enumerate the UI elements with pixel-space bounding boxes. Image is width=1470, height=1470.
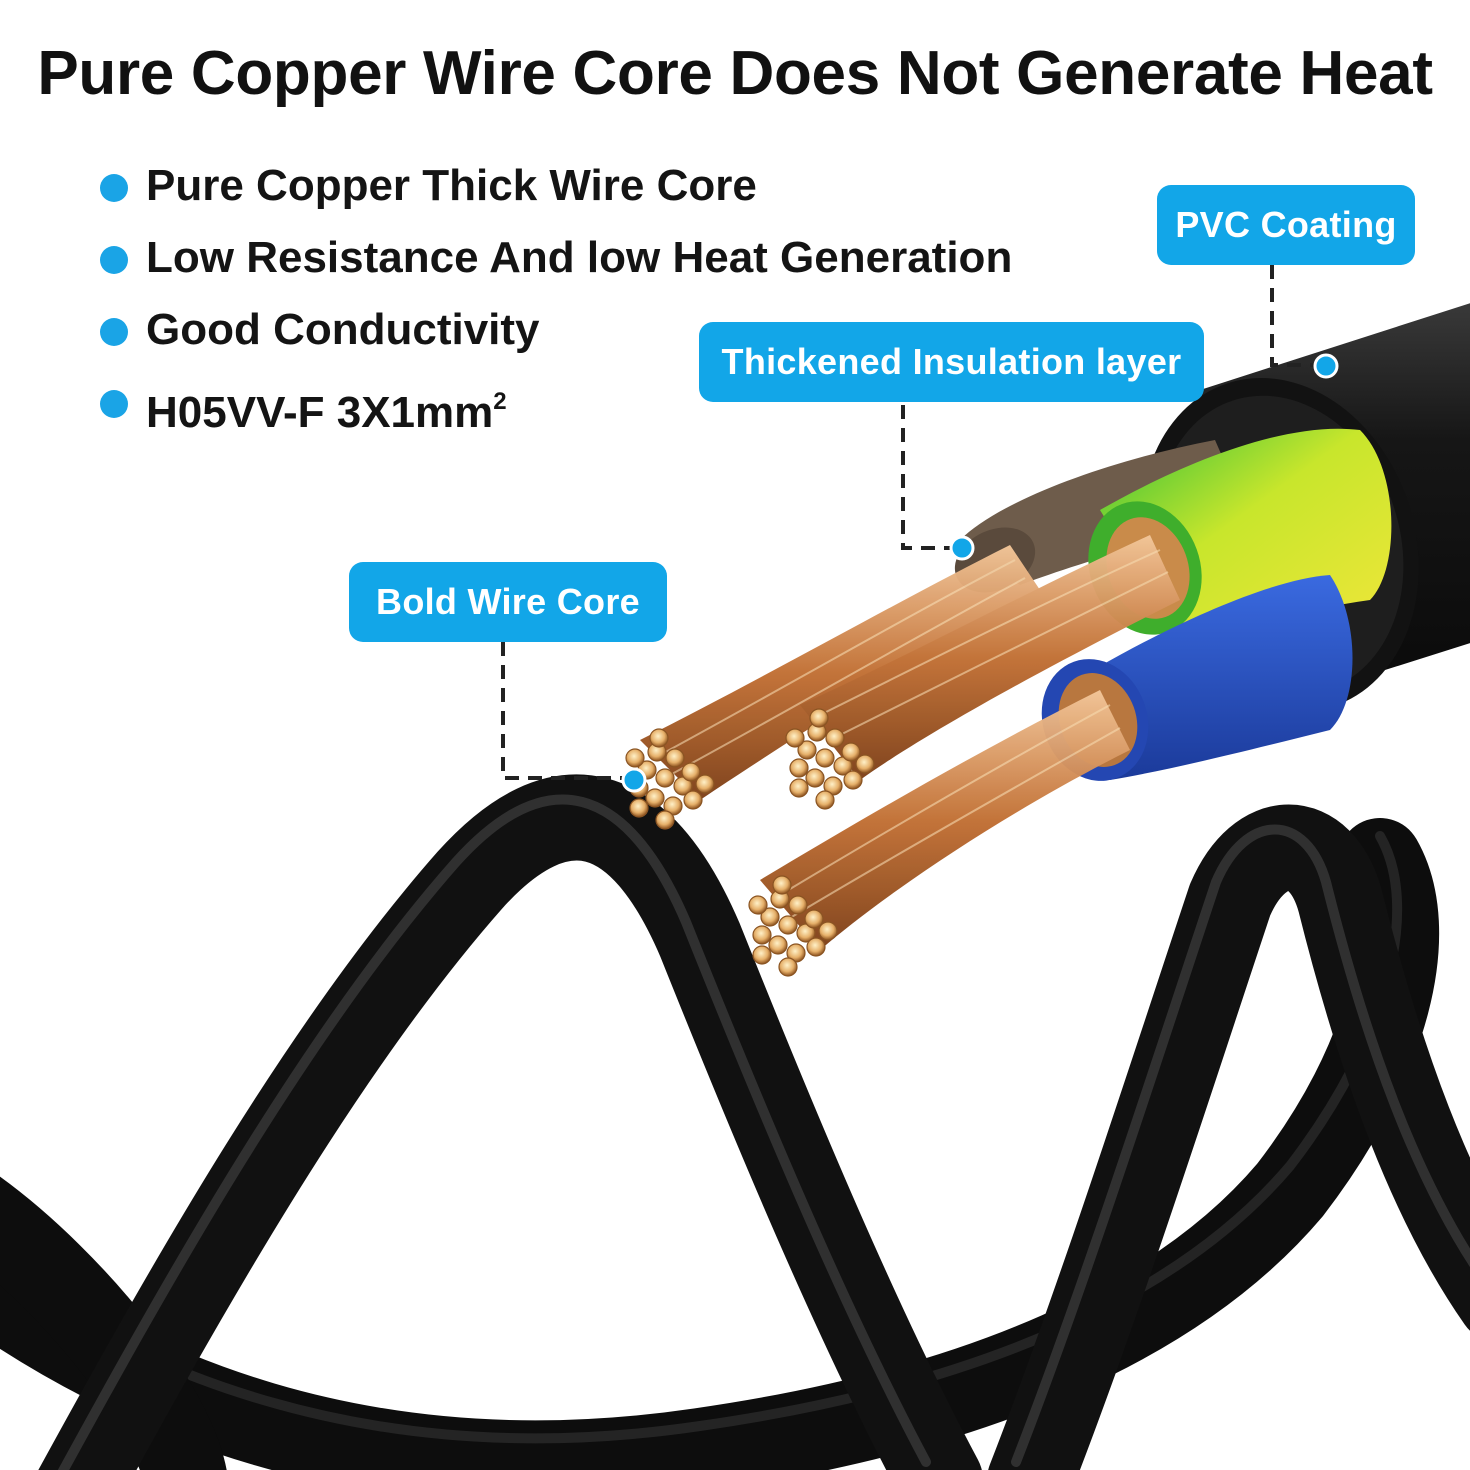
feature-text: Low Resistance And low Heat Generation <box>146 233 1013 282</box>
leader-lines <box>501 265 1322 780</box>
bullet-dot-icon <box>100 318 128 346</box>
insulation-layer-label: Thickened Insulation layer <box>699 322 1204 402</box>
feature-item: H05VV-F 3X1mm2 <box>100 374 1012 446</box>
cable-coil-arch-right <box>988 804 1470 1470</box>
spec-superscript: 2 <box>493 388 507 415</box>
pvc-leader-line <box>1270 265 1322 367</box>
feature-item: Low Resistance And low Heat Generation <box>100 230 1012 302</box>
cable-head <box>625 303 1470 977</box>
leader-dots <box>621 353 1339 793</box>
core-end-2 <box>785 708 875 810</box>
insulation-leader-dot <box>949 535 975 561</box>
feature-text: Pure Copper Thick Wire Core <box>146 161 757 210</box>
bullet-dot-icon <box>100 246 128 274</box>
feature-item: Good Conductivity <box>100 302 1012 374</box>
pvc-leader-dot <box>1313 353 1339 379</box>
spec-text: H05VV-F 3X1mm <box>146 388 494 437</box>
strand-bundle-3 <box>760 690 1130 950</box>
bullet-dot-icon <box>100 174 128 202</box>
strand-ends <box>625 708 875 977</box>
copper-strands <box>640 535 1180 950</box>
insulation-leader-line <box>901 405 958 550</box>
core-leader-line <box>501 642 630 780</box>
feature-text: H05VV-F 3X1mm2 <box>146 388 507 437</box>
cable-coil-arch-left <box>38 774 982 1470</box>
page-title: Pure Copper Wire Core Does Not Generate … <box>37 39 1433 108</box>
feature-item: Pure Copper Thick Wire Core <box>100 158 1012 230</box>
strand-bundle-2 <box>800 535 1180 780</box>
feature-list: Pure Copper Thick Wire Core Low Resistan… <box>100 158 1012 446</box>
pvc-coating-label: PVC Coating <box>1157 185 1415 265</box>
wire-core-label: Bold Wire Core <box>349 562 667 642</box>
feature-text: Good Conductivity <box>146 305 540 354</box>
core-leader-dot <box>621 767 647 793</box>
coiled-cable <box>0 774 1470 1470</box>
bullet-dot-icon <box>100 390 128 418</box>
core-end-3 <box>748 875 838 977</box>
